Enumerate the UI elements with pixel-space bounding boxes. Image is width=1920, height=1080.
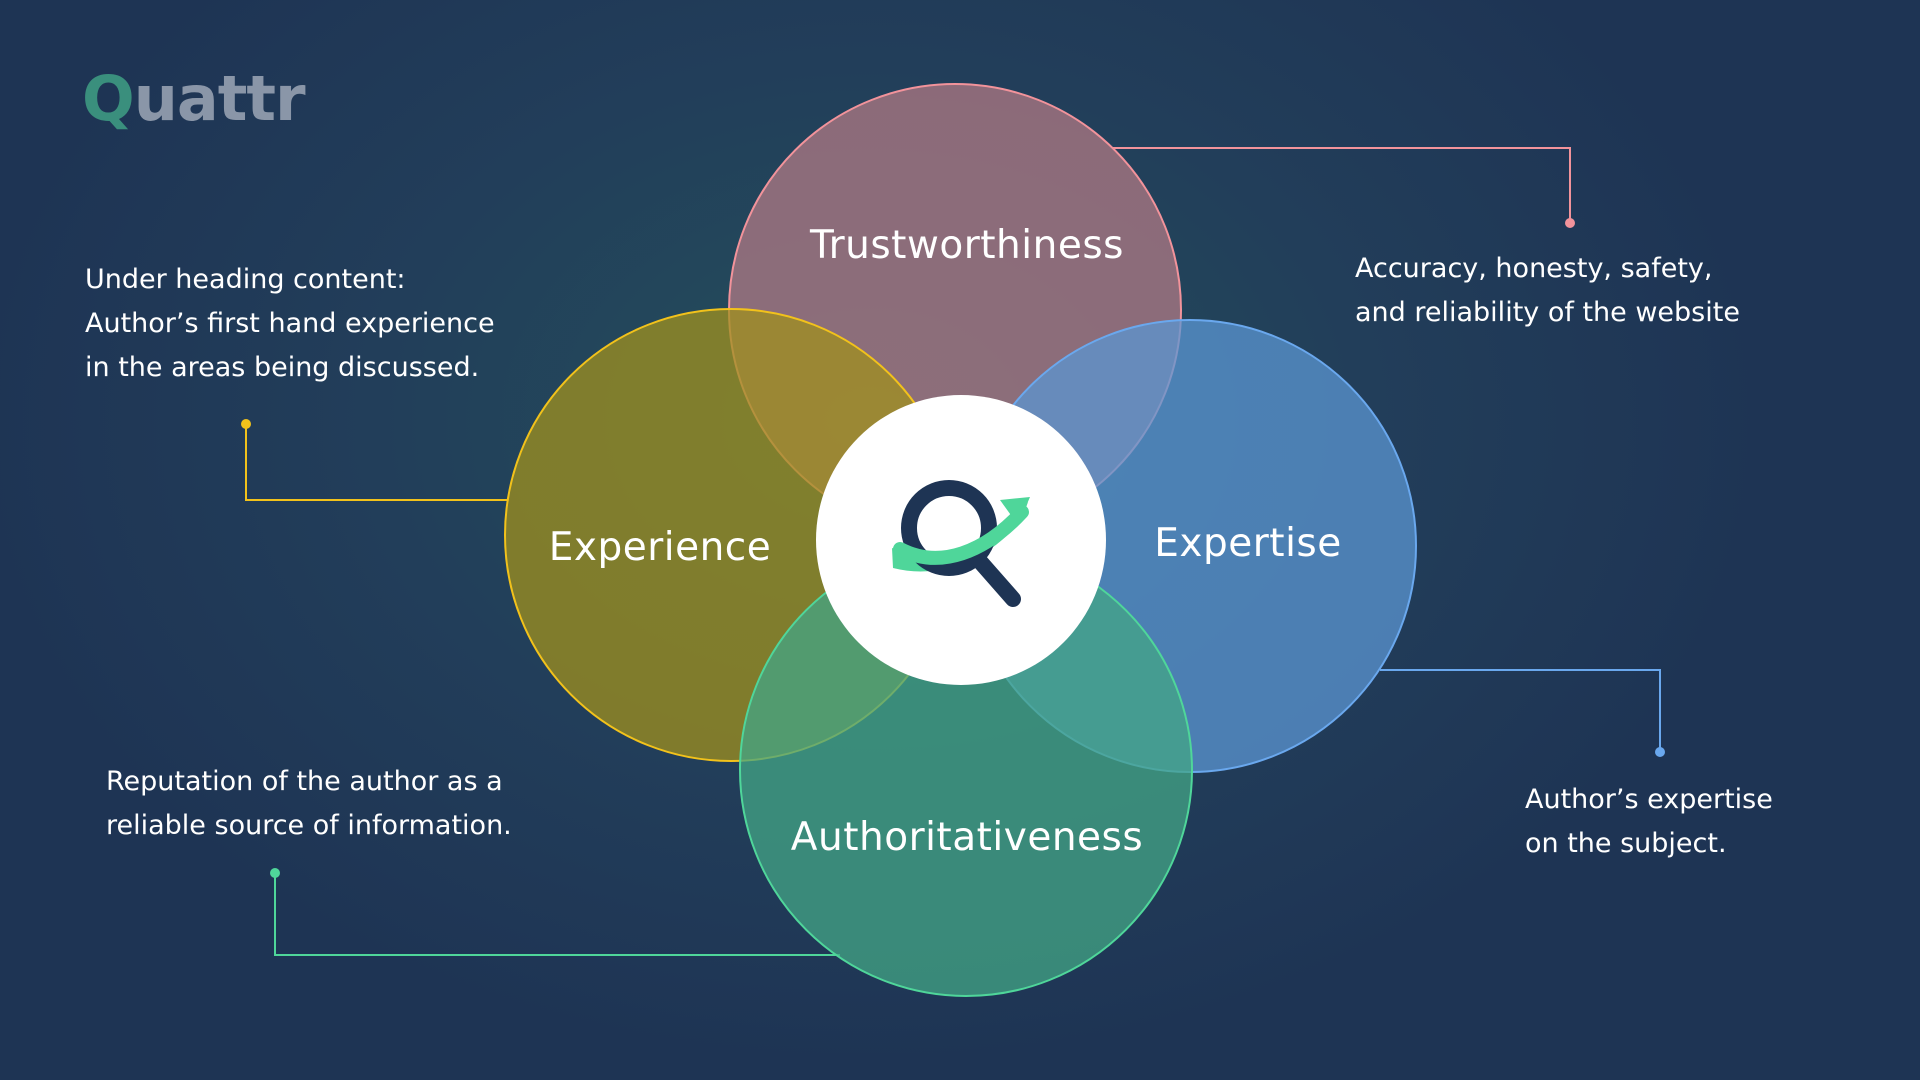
description-experience: Under heading content: Author’s first ha… xyxy=(85,258,495,390)
label-experience: Experience xyxy=(549,525,772,570)
description-expertise-line: Author’s expertise xyxy=(1525,784,1773,815)
description-authoritativeness-line: reliable source of information. xyxy=(106,810,512,841)
description-expertise-line: on the subject. xyxy=(1525,828,1727,859)
description-authoritativeness-line: Reputation of the author as a xyxy=(106,766,503,797)
magnifier-arrow-icon xyxy=(892,480,1030,607)
connector-expertise xyxy=(1380,669,1665,757)
connector-trustworthiness xyxy=(1112,147,1575,228)
description-trustworthiness: Accuracy, honesty, safety, and reliabili… xyxy=(1355,247,1740,335)
center-disc xyxy=(816,395,1106,685)
description-experience-line: Author’s first hand experience xyxy=(85,308,495,339)
logo-letters-rest: uattr xyxy=(133,61,306,135)
label-authoritativeness: Authoritativeness xyxy=(791,815,1143,860)
connector-experience xyxy=(241,419,507,501)
label-expertise: Expertise xyxy=(1154,521,1341,566)
description-trustworthiness-line: and reliability of the website xyxy=(1355,297,1740,328)
logo-letter-q: Q xyxy=(82,61,135,135)
label-trustworthiness: Trustworthiness xyxy=(809,223,1124,268)
description-expertise: Author’s expertise on the subject. xyxy=(1525,778,1773,866)
description-authoritativeness: Reputation of the author as a reliable s… xyxy=(106,760,512,848)
description-experience-line: Under heading content: xyxy=(85,264,406,295)
description-trustworthiness-line: Accuracy, honesty, safety, xyxy=(1355,253,1713,284)
connector-authoritativeness xyxy=(270,868,840,956)
description-experience-line: in the areas being discussed. xyxy=(85,352,480,383)
quattr-logo: Quattr xyxy=(82,58,306,138)
